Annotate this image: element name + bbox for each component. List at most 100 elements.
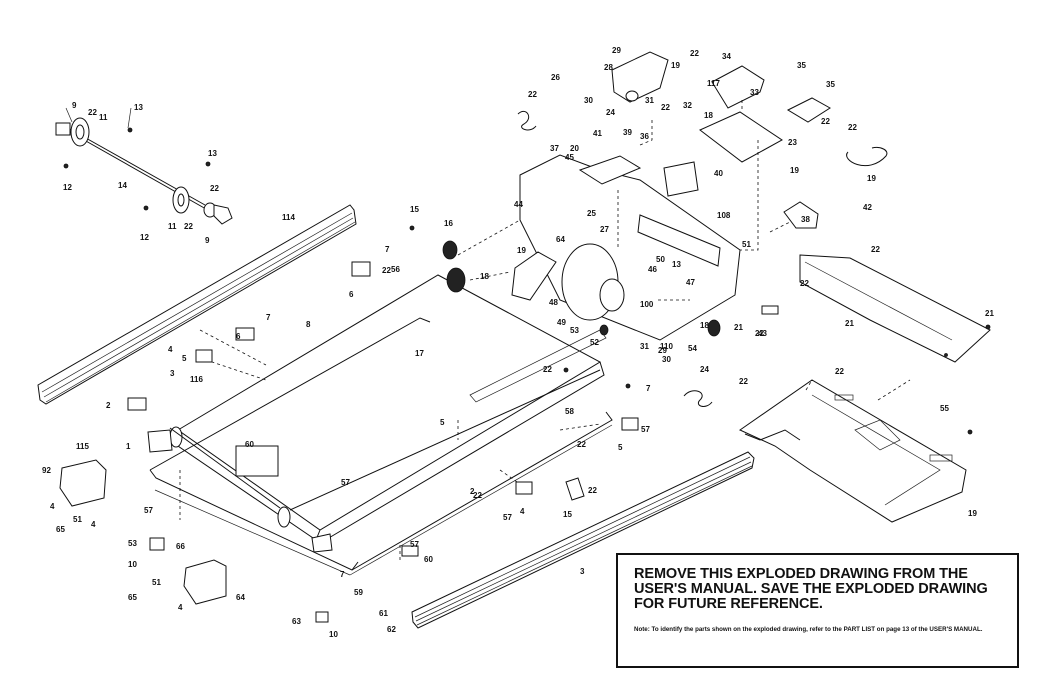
callout-22: 22	[739, 377, 748, 386]
callout-22: 22	[835, 367, 844, 376]
callout-21: 21	[985, 309, 994, 318]
rear-axle-assembly	[55, 107, 233, 225]
callout-53: 53	[570, 326, 579, 335]
callout-50: 50	[656, 255, 665, 264]
callout-8: 8	[306, 320, 311, 329]
callout-66: 66	[176, 542, 185, 551]
callout-11: 11	[99, 113, 108, 122]
callout-15: 15	[563, 510, 572, 519]
callout-32: 32	[683, 101, 692, 110]
callout-7: 7	[266, 313, 271, 322]
right-side-rail	[411, 451, 755, 629]
callout-58: 58	[565, 407, 574, 416]
callout-22: 22	[588, 486, 597, 495]
callout-60: 60	[424, 555, 433, 564]
walking-belt	[169, 274, 605, 543]
callout-64: 64	[236, 593, 245, 602]
callout-5: 5	[182, 354, 187, 363]
callout-22: 22	[821, 117, 830, 126]
callout-53: 53	[128, 539, 137, 548]
callout-19: 19	[671, 61, 680, 70]
callout-57: 57	[341, 478, 350, 487]
callout-25: 25	[587, 209, 596, 218]
callout-22: 22	[382, 266, 391, 275]
callout-31: 31	[645, 96, 654, 105]
callout-57: 57	[641, 425, 650, 434]
callout-22: 22	[543, 365, 552, 374]
callout-115: 115	[76, 442, 89, 451]
callout-47: 47	[686, 278, 695, 287]
callout-38: 38	[801, 215, 810, 224]
callout-64: 64	[556, 235, 565, 244]
callout-37: 37	[550, 144, 559, 153]
callout-12: 12	[63, 183, 72, 192]
callout-35: 35	[826, 80, 835, 89]
callout-9: 9	[205, 236, 210, 245]
callout-54: 54	[688, 344, 697, 353]
callout-2: 2	[106, 401, 111, 410]
callout-10: 10	[329, 630, 338, 639]
callout-9: 9	[72, 101, 77, 110]
callout-57: 57	[503, 513, 512, 522]
callout-49: 49	[557, 318, 566, 327]
callout-117: 117	[707, 79, 720, 88]
callout-39: 39	[623, 128, 632, 137]
hood-panel	[799, 254, 991, 363]
callout-51: 51	[152, 578, 161, 587]
callout-29: 29	[612, 46, 621, 55]
callout-57: 57	[144, 506, 153, 515]
callout-5: 5	[618, 443, 623, 452]
callout-6: 6	[236, 332, 241, 341]
callout-3: 3	[170, 369, 175, 378]
callout-51: 51	[73, 515, 82, 524]
callout-10: 10	[128, 560, 137, 569]
callout-48: 48	[549, 298, 558, 307]
callout-18: 18	[480, 272, 489, 281]
callout-40: 40	[714, 169, 723, 178]
callout-23: 23	[788, 138, 797, 147]
callout-18: 18	[704, 111, 713, 120]
callout-33: 33	[750, 88, 759, 97]
callout-22: 22	[800, 279, 809, 288]
callout-31: 31	[640, 342, 649, 351]
callout-22: 22	[184, 222, 193, 231]
callout-4: 4	[50, 502, 55, 511]
callout-22: 22	[848, 123, 857, 132]
callout-22: 22	[473, 491, 482, 500]
callout-4: 4	[168, 345, 173, 354]
callout-15: 15	[410, 205, 419, 214]
callout-7: 7	[646, 384, 651, 393]
callout-19: 19	[790, 166, 799, 175]
callout-13: 13	[208, 149, 217, 158]
callout-92: 92	[42, 466, 51, 475]
callout-46: 46	[648, 265, 657, 274]
callout-22: 22	[577, 440, 586, 449]
callout-34: 34	[722, 52, 731, 61]
motor-hood-base	[738, 379, 967, 523]
callout-22: 22	[210, 184, 219, 193]
callout-19: 19	[968, 509, 977, 518]
callout-13: 13	[134, 103, 143, 112]
callout-65: 65	[128, 593, 137, 602]
callout-20: 20	[570, 144, 579, 153]
callout-41: 41	[593, 129, 602, 138]
callout-44: 44	[514, 200, 523, 209]
callout-36: 36	[640, 132, 649, 141]
upper-components	[611, 51, 888, 229]
left-side-rail	[37, 204, 357, 405]
callout-11: 11	[168, 222, 177, 231]
callout-45: 45	[565, 153, 574, 162]
callout-22: 22	[528, 90, 537, 99]
callout-63: 63	[292, 617, 301, 626]
callout-59: 59	[354, 588, 363, 597]
callout-4: 4	[520, 507, 525, 516]
callout-17: 17	[415, 349, 424, 358]
callout-51: 51	[742, 240, 751, 249]
callout-42: 42	[863, 203, 872, 212]
callout-21: 21	[734, 323, 743, 332]
callout-18: 18	[700, 321, 709, 330]
callout-12: 12	[140, 233, 149, 242]
callout-114: 114	[282, 213, 295, 222]
